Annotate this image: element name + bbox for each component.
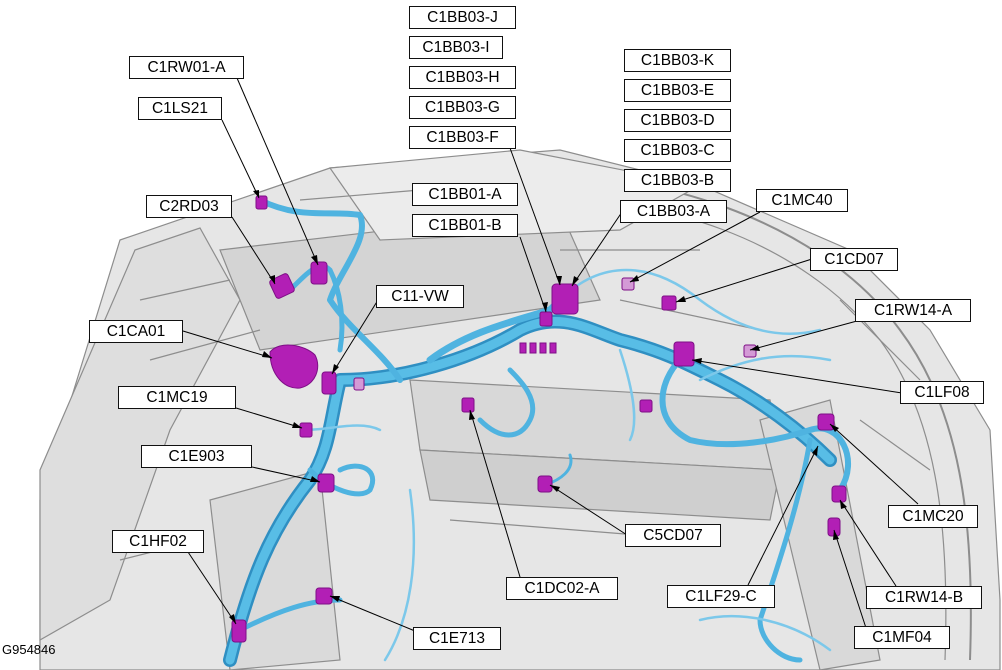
leader-c1cd07 (675, 258, 813, 303)
connector-c11-vw (321, 371, 337, 395)
leader-c1rw14-b (839, 499, 897, 587)
callout-c1ls21: C1LS21 (138, 97, 222, 120)
callout-c1bb03-b: C1BB03-B (624, 169, 731, 192)
callout-c1e903: C1E903 (141, 445, 252, 468)
leader-c1lf08 (691, 359, 903, 394)
leader-c1ls21 (221, 119, 260, 199)
callout-c1bb01-b: C1BB01-B (412, 214, 518, 237)
harness-thin-3 (383, 488, 416, 662)
figure-id: G954846 (2, 642, 56, 657)
callout-c2rd03: C2RD03 (146, 195, 232, 218)
callout-c1lf08: C1LF08 (900, 381, 984, 404)
callout-c1e713: C1E713 (413, 627, 501, 650)
callout-c1bb03-c: C1BB03-C (624, 139, 731, 162)
callout-c1bb03-j: C1BB03-J (409, 6, 516, 29)
callout-c1mf04: C1MF04 (854, 626, 950, 649)
leader-arrowheads (229, 190, 847, 624)
callout-c1mc40: C1MC40 (756, 189, 848, 212)
right-column (759, 399, 881, 670)
connector-c1mc19 (299, 422, 313, 438)
leader-c1e713 (329, 595, 416, 632)
callout-c1bb03-a: C1BB03-A (620, 200, 727, 223)
leader-c5cd07 (549, 484, 628, 536)
harness-right-thin (698, 354, 832, 652)
leader-c1mc40 (629, 211, 761, 283)
callout-c1rw14-a: C1RW14-A (855, 299, 971, 322)
callout-c1bb03-f: C1BB03-F (409, 126, 516, 149)
harness-right-loop (659, 357, 852, 493)
connector-c1bb03 (551, 283, 579, 315)
connector-small-center (639, 399, 653, 413)
leader-c1bb03-f (509, 147, 561, 286)
harness-trunk (225, 317, 835, 665)
leader-c1hf02 (187, 551, 237, 625)
leader-c1lf29-c (747, 445, 819, 586)
callout-c11-vw: C11-VW (376, 285, 464, 308)
callout-c1lf29-c: C1LF29-C (667, 585, 775, 608)
leader-lines (182, 77, 919, 632)
connector-c1mc20 (817, 413, 835, 431)
harness-upper-branch (257, 197, 403, 383)
leader-c1rw01-a (236, 77, 319, 266)
leader-c1bb03-a (571, 211, 623, 287)
connectors (231, 195, 847, 643)
connector-c1ca01 (269, 344, 319, 389)
leader-c1mf04 (833, 529, 867, 629)
leader-c1mc19 (235, 407, 303, 429)
callout-c1mc19: C1MC19 (118, 386, 236, 409)
callout-c1hf02: C1HF02 (112, 530, 204, 553)
callout-c1bb01-a: C1BB01-A (412, 183, 518, 206)
leader-c1e903 (251, 466, 321, 483)
leader-c1mc20 (829, 423, 919, 505)
callout-c1bb03-k: C1BB03-K (624, 49, 731, 72)
connector-c1e713 (315, 587, 333, 605)
connector-c1hf02 (231, 619, 247, 643)
callout-c1bb03-e: C1BB03-E (624, 79, 731, 102)
callout-c1bb03-g: C1BB03-G (409, 96, 516, 119)
leader-c1bb01-b (519, 236, 547, 313)
connector-c1lf08 (673, 341, 695, 367)
callout-c1dc02-a: C1DC02-A (506, 577, 618, 600)
connector-c1lf29-c (831, 485, 847, 503)
connector-c1rw14-a (743, 344, 757, 358)
leader-c11-vw (331, 299, 379, 375)
connector-c5cd07 (537, 475, 553, 493)
leader-c2rd03 (231, 216, 276, 285)
callout-c1bb03-d: C1BB03-D (624, 109, 731, 132)
leader-c1ca01 (182, 330, 273, 359)
cross-member-front (419, 449, 781, 521)
connector-small-center-2 (353, 377, 365, 391)
callout-c1cd07: C1CD07 (810, 248, 898, 271)
connector-c1dc02-a (461, 397, 475, 413)
leader-c1rw14-a (749, 320, 858, 351)
leader-c1dc02-a (469, 409, 521, 578)
callout-c1mc20: C1MC20 (888, 505, 978, 528)
callout-c1ca01: C1CA01 (89, 320, 183, 343)
callout-c1bb03-h: C1BB03-H (409, 66, 516, 89)
connector-c1cd07 (661, 295, 677, 311)
harness-thin-1 (558, 268, 822, 335)
connector-c1rw01-a (310, 261, 328, 285)
connector-c1bb01 (539, 311, 553, 327)
harness-lower-center (477, 367, 536, 438)
harness-upper-left (287, 263, 345, 353)
connector-c2rd03 (269, 273, 295, 299)
connector-cluster (519, 342, 557, 354)
callout-c5cd07: C5CD07 (625, 524, 721, 547)
connector-c1e903 (317, 473, 335, 493)
harness-thin-2 (618, 348, 636, 442)
callout-c1rw01-a: C1RW01-A (129, 56, 244, 79)
callout-c1bb03-i: C1BB03-I (409, 36, 503, 59)
connector-c1ls21 (255, 195, 268, 210)
left-pillar (39, 227, 241, 642)
callout-c1rw14-b: C1RW14-B (866, 586, 982, 609)
